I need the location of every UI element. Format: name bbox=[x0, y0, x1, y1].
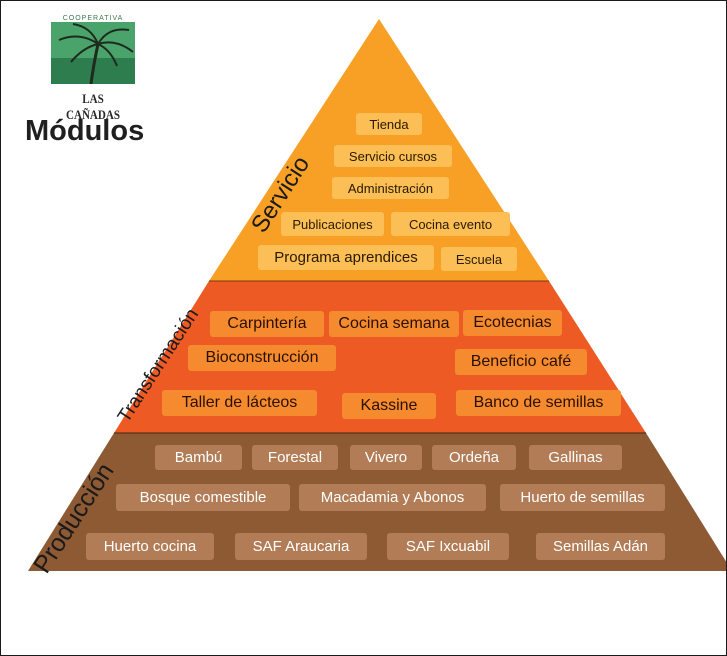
module-programa-aprendices: Programa aprendices bbox=[258, 245, 434, 270]
module-cocina-semana: Cocina semana bbox=[329, 311, 459, 337]
module-vivero: Vivero bbox=[350, 445, 422, 470]
module-publicaciones: Publicaciones bbox=[281, 212, 384, 236]
palm-tree-icon bbox=[51, 22, 135, 85]
module-bioconstruccion: Bioconstrucción bbox=[188, 345, 336, 371]
module-huerto-cocina: Huerto cocina bbox=[86, 533, 214, 560]
module-kassine: Kassine bbox=[342, 393, 436, 419]
module-beneficio-cafe: Beneficio café bbox=[455, 349, 587, 375]
module-ecotecnias: Ecotecnias bbox=[463, 310, 562, 336]
module-taller-de-lacteos: Taller de lácteos bbox=[162, 390, 317, 416]
module-administracion: Administración bbox=[332, 177, 449, 199]
logo-top-text: COOPERATIVA bbox=[62, 15, 124, 22]
module-macadamia-y-abonos: Macadamia y Abonos bbox=[299, 484, 486, 511]
module-tienda: Tienda bbox=[356, 113, 422, 135]
page-title: Módulos bbox=[25, 115, 145, 147]
module-forestal: Forestal bbox=[252, 445, 338, 470]
module-saf-araucaria: SAF Araucaria bbox=[235, 533, 367, 560]
module-servicio-cursos: Servicio cursos bbox=[334, 145, 452, 167]
module-semillas-adan: Semillas Adán bbox=[536, 533, 665, 560]
cooperative-logo: COOPERATIVA LAS CAÑADAS bbox=[51, 15, 141, 123]
module-bambu: Bambú bbox=[155, 445, 242, 470]
module-bosque-comestible: Bosque comestible bbox=[116, 484, 290, 511]
module-huerto-de-semillas: Huerto de semillas bbox=[500, 484, 665, 511]
module-gallinas: Gallinas bbox=[529, 445, 622, 470]
module-escuela: Escuela bbox=[441, 247, 517, 271]
module-saf-ixcuabil: SAF Ixcuabil bbox=[387, 533, 509, 560]
module-banco-de-semillas: Banco de semillas bbox=[456, 390, 621, 416]
module-carpinteria: Carpintería bbox=[210, 311, 324, 337]
module-ordena: Ordeña bbox=[432, 445, 516, 470]
module-cocina-evento: Cocina evento bbox=[391, 212, 510, 236]
logo-bottom-text: LAS CAÑADAS bbox=[65, 91, 121, 122]
